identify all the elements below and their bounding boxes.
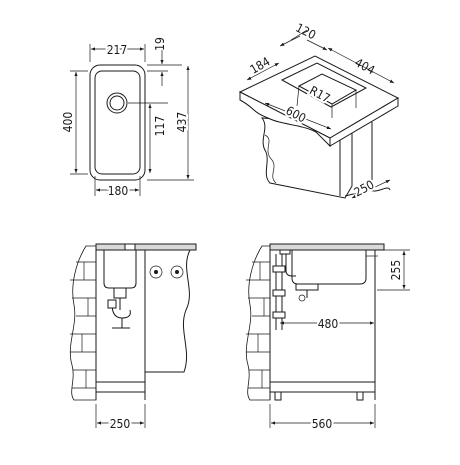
dim-width-label: 217 <box>107 43 128 57</box>
dim-height-label: 400 <box>61 112 75 133</box>
brick-wall-front <box>245 245 271 401</box>
sink-outline-outer <box>89 64 146 181</box>
dim-pipe-offset-label: 480 <box>318 317 339 331</box>
sink-outline-inner <box>94 70 141 175</box>
dim-drain-offset-label: 117 <box>153 116 167 137</box>
dim-side-label: 184 <box>248 54 273 76</box>
sink-cutout <box>280 62 368 108</box>
brick-wall <box>69 245 97 401</box>
sink-bowl-side <box>103 250 137 289</box>
drain-inner-circle <box>109 95 125 111</box>
dim-side-width-label: 250 <box>110 417 131 431</box>
side-view: 250 <box>69 243 197 433</box>
dim-overall-height-label: 437 <box>175 112 189 133</box>
countertop-side <box>95 243 197 251</box>
countertop-front <box>269 243 385 251</box>
front-view: 255 480 560 <box>245 243 410 433</box>
dim-front-height-label: 255 <box>389 260 403 281</box>
dim-front-width-label-560: 560 <box>312 417 333 431</box>
dim-edge-label: 19 <box>153 37 167 51</box>
drain-outer-circle <box>106 92 128 114</box>
dim-depth-label: 250 <box>352 177 377 199</box>
top-view: 217 19 400 117 437 180 <box>59 37 194 200</box>
iso-view: 120 184 404 R17 600 250 <box>238 21 400 201</box>
plinth <box>95 381 146 393</box>
dim-top-width-label: 120 <box>293 21 318 43</box>
sink-bowl-front <box>291 250 367 285</box>
dim-length-label: 404 <box>352 55 377 77</box>
dim-bottom-width-label: 180 <box>108 184 129 198</box>
cabinet-panel <box>144 249 191 373</box>
